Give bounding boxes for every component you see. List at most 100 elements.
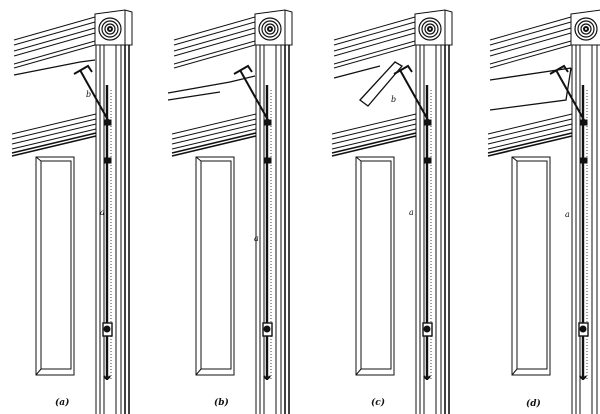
- corner-block: [94, 9, 133, 46]
- rod-clip: [263, 157, 272, 164]
- caption-b: (b): [214, 398, 229, 408]
- rod-label-d: a: [565, 210, 570, 219]
- door-panel-outer: [355, 156, 395, 376]
- head-molding-line: [13, 32, 96, 57]
- rod-clip: [579, 157, 588, 164]
- rosette-ring: [421, 20, 439, 38]
- lock-knob: [263, 325, 271, 333]
- panel-bevel: [355, 368, 362, 376]
- rod-clip: [263, 119, 272, 126]
- lower-molding-line: [331, 135, 417, 157]
- lower-molding-line: [487, 123, 573, 145]
- rosette-ring: [580, 23, 592, 35]
- panel-a: [11, 9, 133, 414]
- panel-d: [487, 9, 600, 414]
- panel-bevel: [35, 156, 42, 162]
- rod-foot: [579, 375, 587, 380]
- rosette-ring: [104, 23, 116, 35]
- lower-molding-line: [171, 128, 257, 150]
- rosette-ring: [427, 26, 433, 32]
- rod-foot: [423, 375, 431, 380]
- rosette-ring: [424, 23, 436, 35]
- head-molding-line: [489, 21, 572, 46]
- rosette-ring: [577, 20, 595, 38]
- lower-molding-line: [11, 135, 97, 157]
- head-molding-line: [333, 21, 416, 46]
- arm-label-c: b: [391, 95, 397, 104]
- caption-d: (d): [526, 399, 541, 409]
- head-molding-line: [13, 44, 96, 69]
- transom-sash: [333, 61, 404, 107]
- door-panel-outer: [195, 156, 235, 376]
- rosette-ring: [261, 20, 279, 38]
- lower-molding-line: [487, 132, 573, 154]
- corner-block: [414, 9, 453, 46]
- rosette-ring: [583, 26, 589, 32]
- rod-clip: [423, 119, 432, 126]
- lower-molding-line: [331, 118, 417, 140]
- lock-knob: [423, 325, 431, 333]
- adjuster-arm: [233, 64, 269, 121]
- lower-molding-line: [171, 135, 257, 157]
- rod-clip: [423, 157, 432, 164]
- head-molding-line: [173, 16, 256, 41]
- head-molding-line: [489, 32, 572, 57]
- head-molding-line: [333, 27, 416, 52]
- rosette-ring: [107, 26, 113, 32]
- arm-label-a: b: [86, 90, 92, 99]
- head-molding-line: [173, 32, 256, 57]
- rod-clip: [103, 157, 112, 164]
- transom-sash: [13, 59, 96, 76]
- head-molding-line: [13, 21, 96, 46]
- head-molding-line: [13, 27, 96, 52]
- lower-molding-line: [487, 135, 573, 157]
- rosette-ring: [418, 17, 442, 41]
- rod-label-a: a: [100, 208, 105, 217]
- lower-molding-line: [171, 123, 257, 145]
- caption-a: (a): [55, 398, 70, 408]
- rosette-ring: [258, 17, 282, 41]
- panel-b: [167, 9, 293, 414]
- rosette-ring: [264, 23, 276, 35]
- panel-bevel: [355, 156, 362, 162]
- head-molding-line: [489, 40, 572, 65]
- head-molding-line: [13, 40, 96, 65]
- transom-sash: [167, 75, 256, 101]
- corner-block: [254, 9, 293, 46]
- lower-molding-line: [11, 132, 97, 154]
- door-panel-inner: [360, 160, 392, 370]
- lower-molding-line: [171, 118, 257, 140]
- lock-knob: [579, 325, 587, 333]
- panel-bevel: [511, 368, 518, 376]
- rod-label-b: a: [254, 234, 259, 243]
- head-molding-line: [173, 44, 256, 69]
- head-molding-line: [333, 44, 416, 69]
- head-molding-line: [333, 16, 416, 41]
- door-panel-outer: [511, 156, 551, 376]
- head-molding-line: [173, 27, 256, 52]
- door-panel-inner: [516, 160, 548, 370]
- panel-bevel: [35, 368, 42, 376]
- rod-label-c: a: [409, 208, 414, 217]
- lower-molding-line: [11, 113, 97, 135]
- adjuster-arm: [549, 64, 585, 121]
- lower-molding-line: [11, 128, 97, 150]
- adjuster-arm: [393, 64, 429, 121]
- door-panel-outer: [35, 156, 75, 376]
- head-molding-line: [13, 16, 96, 41]
- head-molding-line: [173, 21, 256, 46]
- lower-molding-line: [11, 123, 97, 145]
- panel-bevel: [195, 156, 202, 162]
- panel-c: [331, 9, 453, 414]
- lower-molding-line: [331, 113, 417, 135]
- rod-foot: [263, 375, 271, 380]
- lower-molding-line: [487, 118, 573, 140]
- door-panel-inner: [200, 160, 232, 370]
- rod-foot: [103, 375, 111, 380]
- lower-molding-line: [331, 132, 417, 154]
- rod-clip: [579, 119, 588, 126]
- door-panel-inner: [40, 160, 72, 370]
- rosette-ring: [574, 17, 598, 41]
